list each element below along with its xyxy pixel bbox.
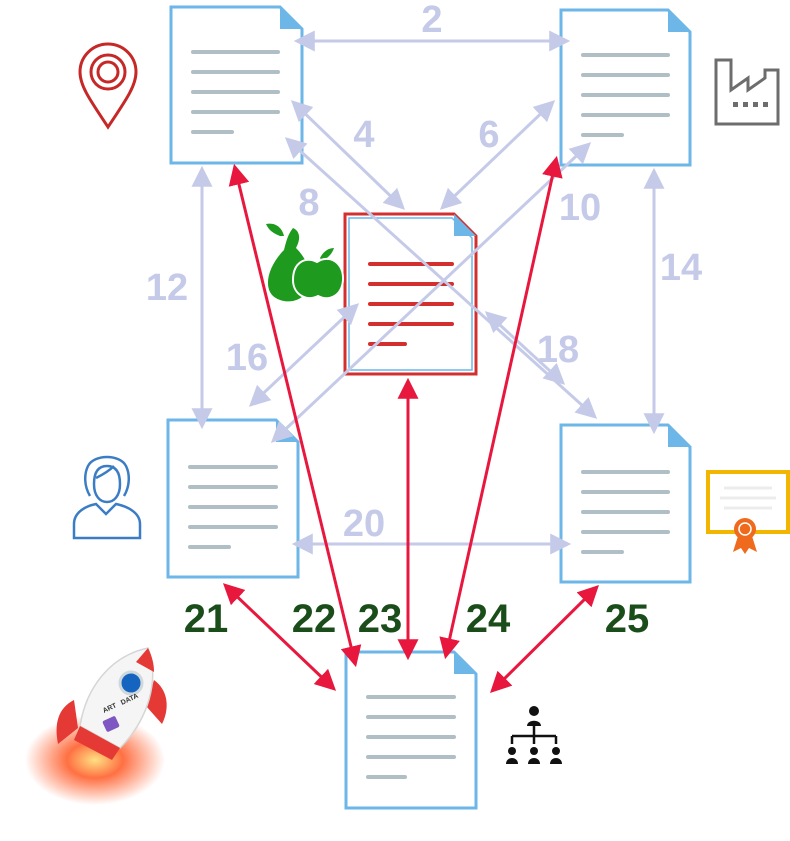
label-2: 2 bbox=[421, 0, 442, 41]
label-4: 4 bbox=[353, 114, 374, 156]
label-23: 23 bbox=[358, 597, 403, 641]
label-20: 20 bbox=[343, 503, 385, 545]
document-top-right bbox=[559, 8, 692, 167]
rocket-icon: ART DATA bbox=[25, 647, 167, 805]
location-pin-icon bbox=[78, 42, 138, 130]
label-10: 10 bbox=[559, 187, 601, 229]
fruit-icon bbox=[266, 223, 345, 302]
certificate-icon bbox=[706, 470, 790, 554]
label-14: 14 bbox=[660, 247, 702, 289]
org-chart-icon bbox=[506, 706, 562, 764]
label-12: 12 bbox=[146, 267, 188, 309]
label-22: 22 bbox=[292, 597, 337, 641]
label-6: 6 bbox=[478, 114, 499, 156]
document-bottom bbox=[344, 650, 478, 810]
label-18: 18 bbox=[537, 329, 579, 371]
document-top-left bbox=[169, 5, 304, 165]
person-icon bbox=[72, 455, 142, 540]
label-16: 16 bbox=[226, 337, 268, 379]
document-mid-left bbox=[166, 418, 300, 579]
link-25-arrow bbox=[490, 585, 599, 693]
document-mid-right bbox=[559, 423, 692, 584]
link-24-arrow bbox=[439, 155, 563, 660]
label-25: 25 bbox=[605, 597, 650, 641]
link-22-arrow bbox=[228, 163, 362, 668]
document-center bbox=[343, 212, 478, 376]
label-24: 24 bbox=[466, 597, 511, 641]
factory-icon bbox=[714, 58, 780, 126]
label-21: 21 bbox=[184, 597, 229, 641]
label-8: 8 bbox=[298, 182, 319, 224]
